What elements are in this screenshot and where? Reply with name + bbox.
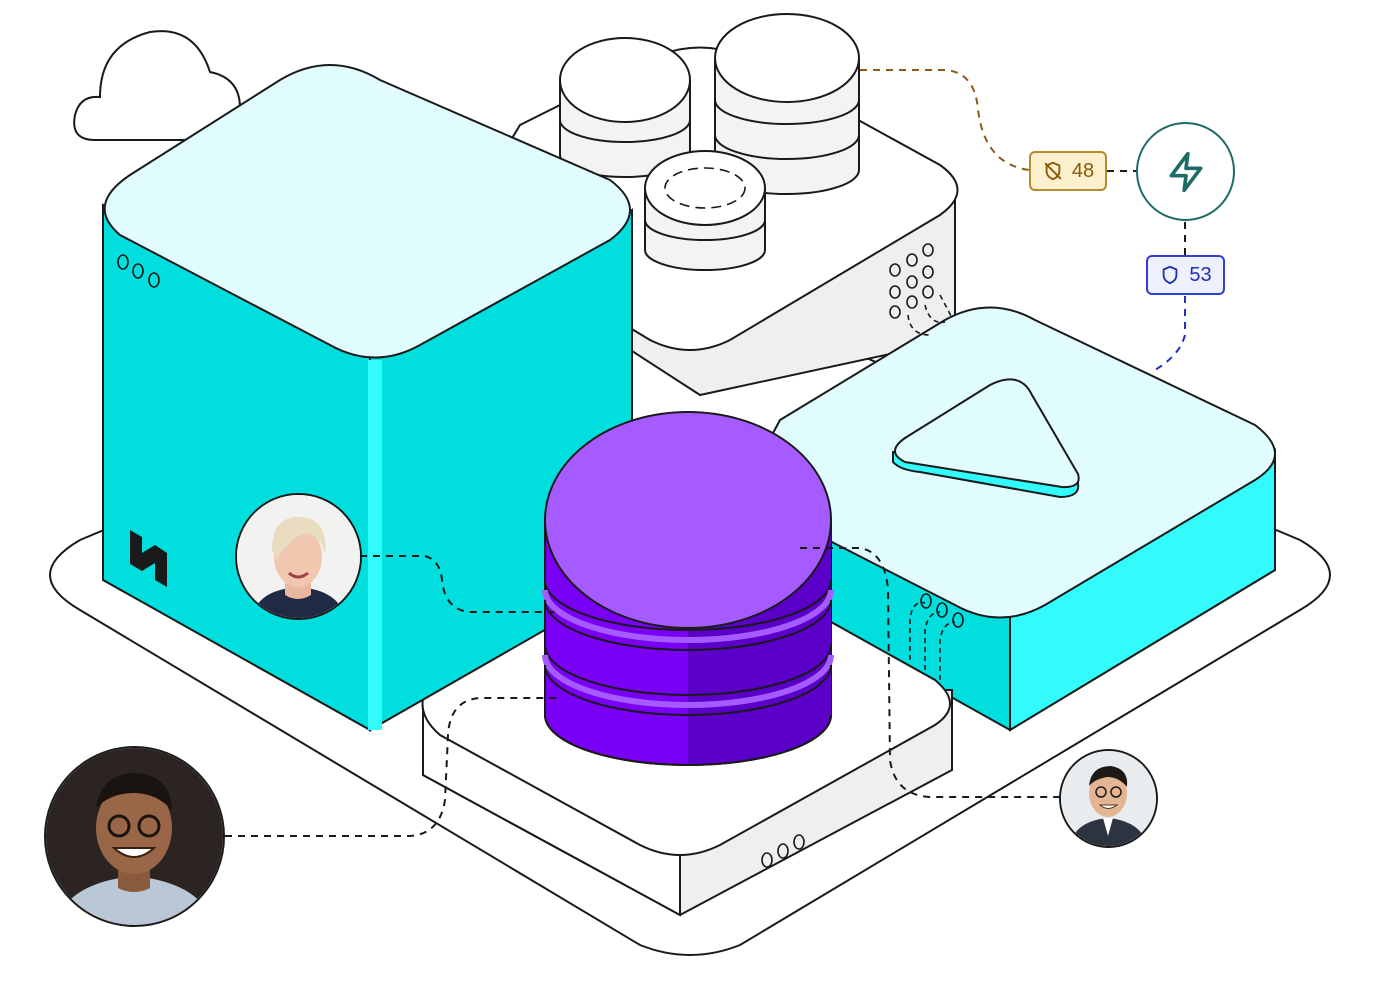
vent-holes: [889, 243, 934, 319]
warn-connection-line: [860, 69, 1031, 171]
shield-count: 53: [1189, 263, 1212, 286]
status-dots: [920, 593, 964, 628]
avatar-man-left[interactable]: [44, 746, 225, 927]
play-triangle-icon: [892, 378, 1080, 499]
shield-icon: [1163, 265, 1178, 285]
status-dots: [117, 254, 160, 288]
status-dots: [761, 834, 805, 868]
shield-off-icon: [1044, 161, 1062, 181]
disabled-shield-badge[interactable]: 48: [1029, 151, 1107, 191]
person-photo: [46, 748, 223, 925]
lightning-bolt-node[interactable]: [1136, 122, 1235, 221]
avatar-man-right[interactable]: [1059, 749, 1158, 848]
small-database-stack-left: [559, 37, 691, 178]
person-photo: [237, 495, 360, 618]
shield-badge[interactable]: 53: [1146, 255, 1225, 295]
cyan-main-server-block: [102, 64, 633, 732]
small-database-stack-front: [644, 150, 766, 271]
person-photo: [1061, 751, 1156, 846]
shield-connection-line: [1154, 296, 1186, 371]
brand-logo-icon: [130, 530, 167, 587]
connection-line-man-right: [800, 547, 1060, 798]
connection-line-woman: [360, 555, 560, 613]
connection-line-man-left: [225, 697, 560, 837]
lightning-bolt-icon: [1169, 151, 1202, 192]
purple-database-cylinder: [542, 411, 834, 766]
avatar-woman[interactable]: [235, 493, 362, 620]
disabled-shield-count: 48: [1071, 159, 1095, 182]
